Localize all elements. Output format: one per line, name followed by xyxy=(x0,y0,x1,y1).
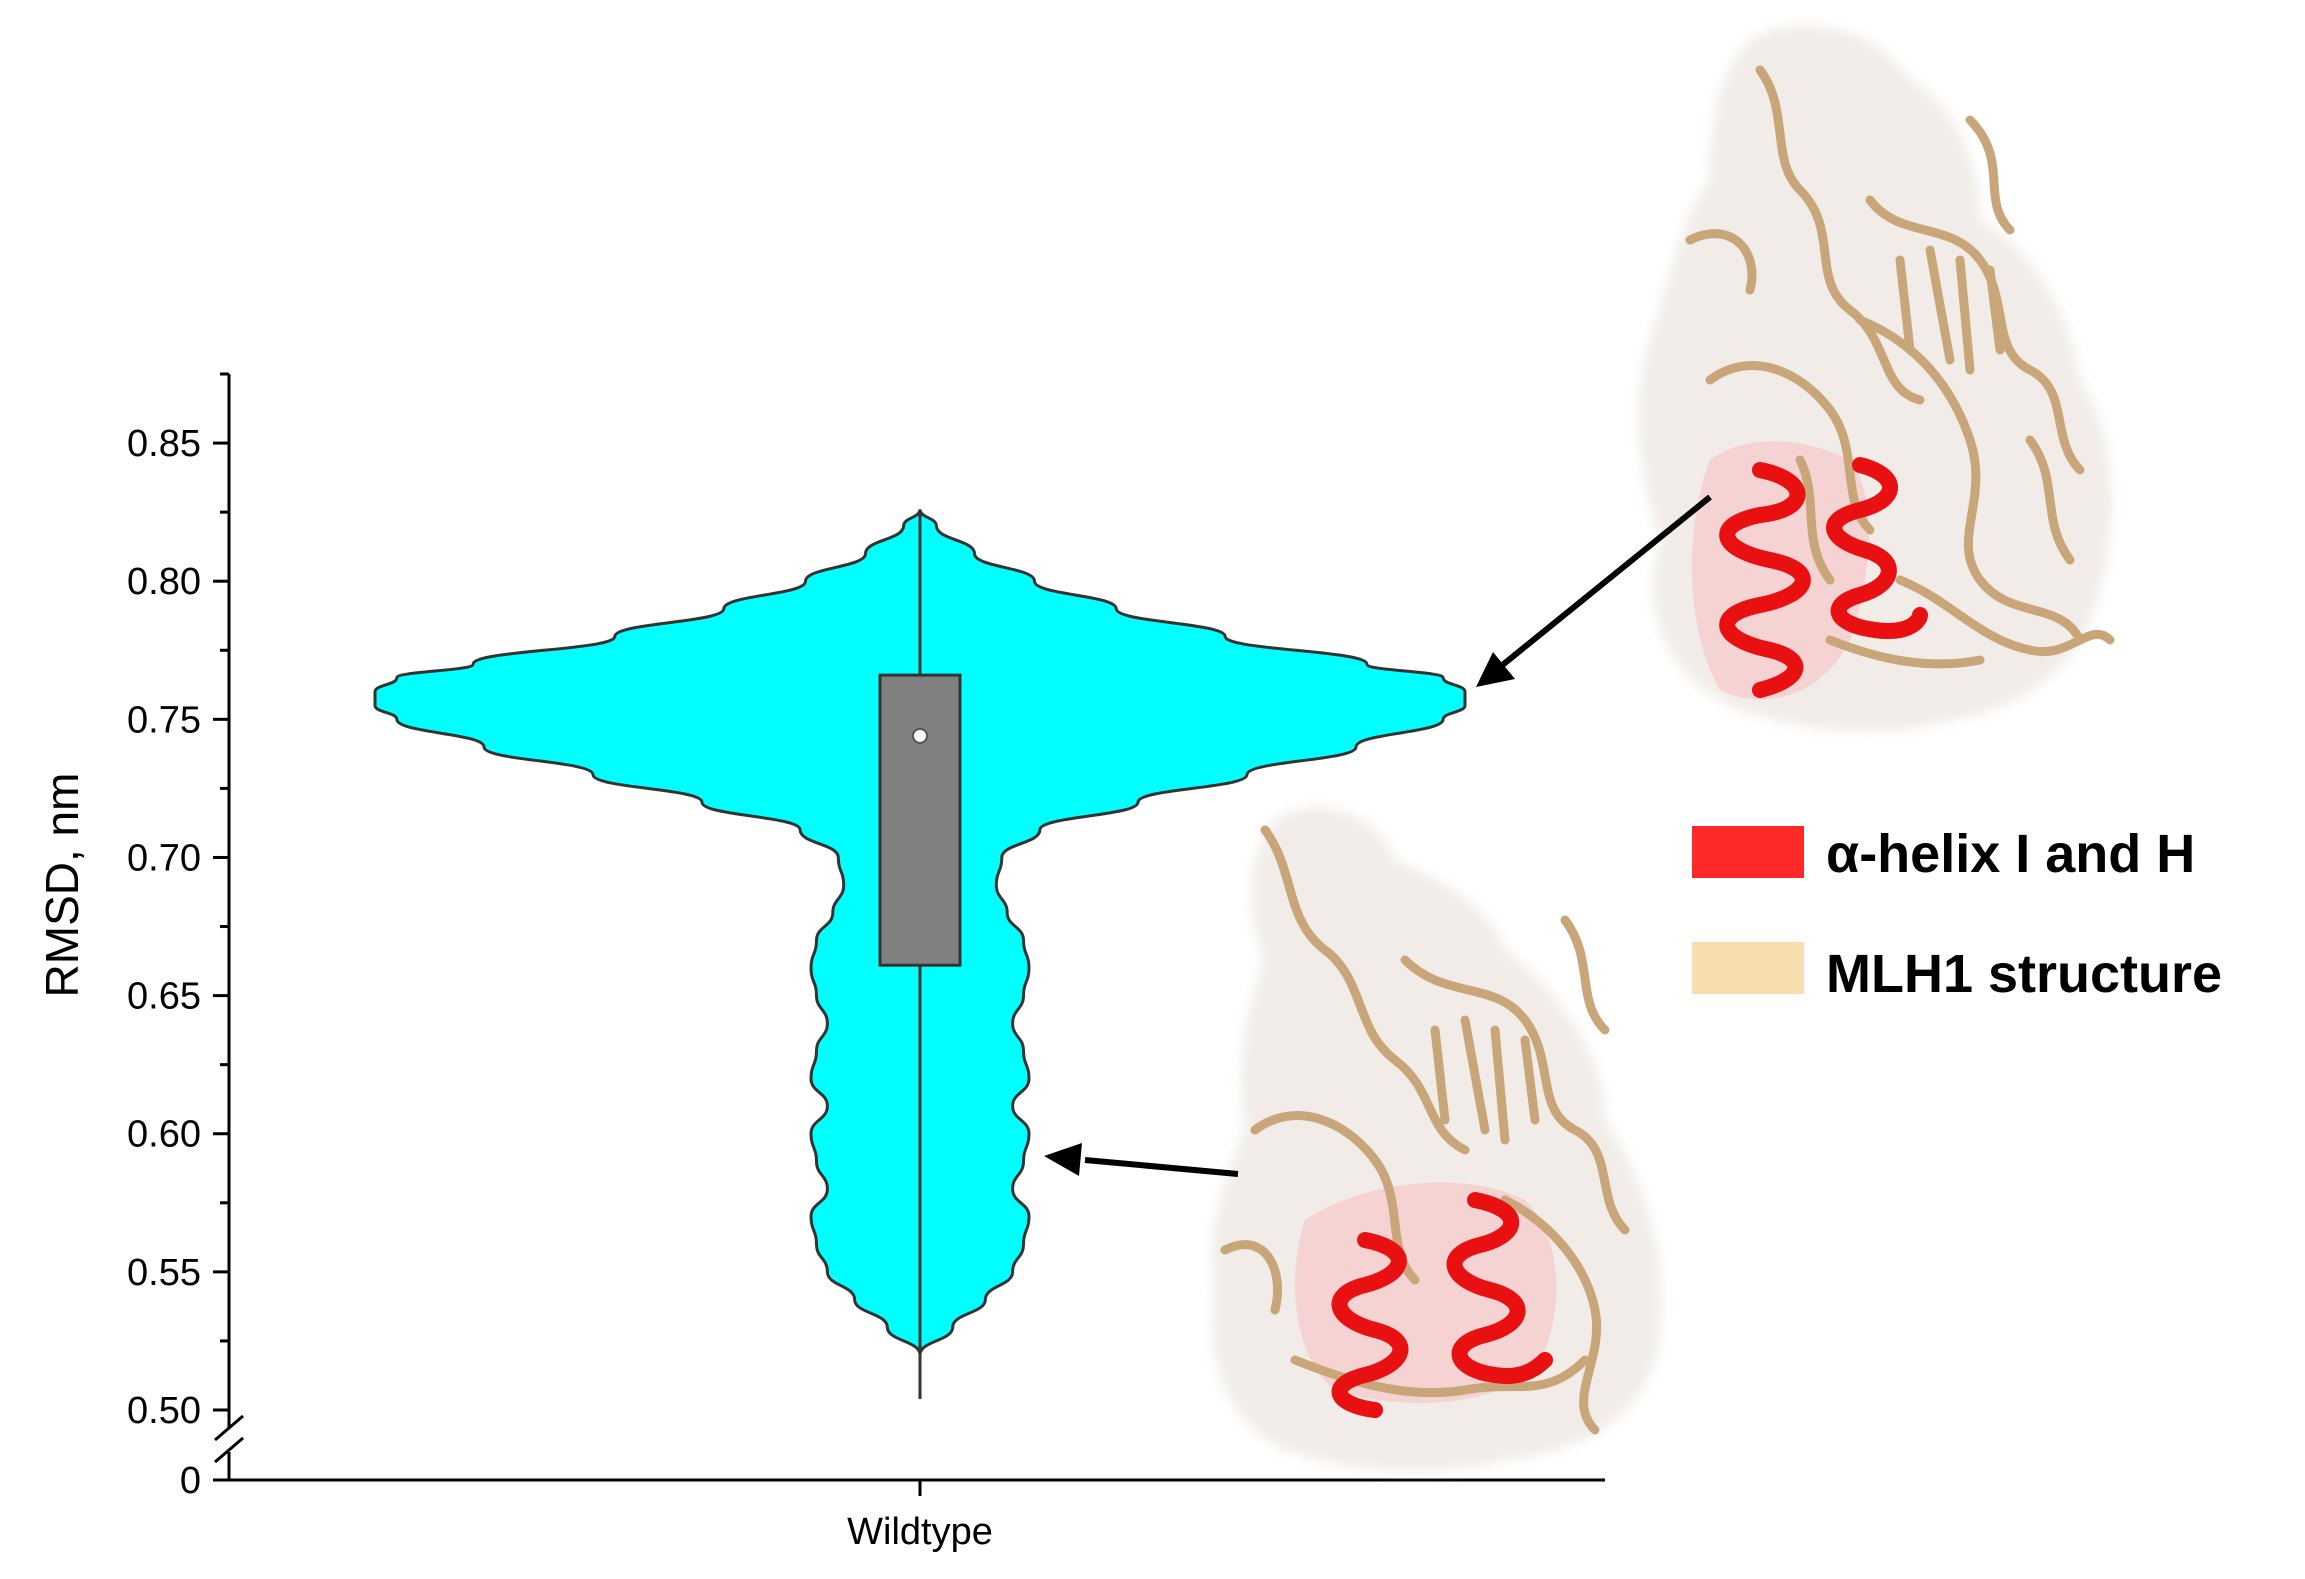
axis-break-mark xyxy=(214,1436,244,1464)
y-tick-label: 0.60 xyxy=(127,1114,201,1156)
violin-chart: 0.50 0.55 0.60 0.65 0.70 0.75 0.80 0.85 0Wildtyp… xyxy=(36,372,1605,1553)
y-tick-label: 0.55 xyxy=(127,1252,201,1294)
legend-label-helix: α-helix I and H xyxy=(1826,824,2195,884)
y-tick-label: 0.80 xyxy=(127,561,201,603)
y-tick-label: 0.65 xyxy=(127,976,201,1018)
x-category-label: Wildtype xyxy=(847,1511,993,1553)
axis-break-mark xyxy=(214,1414,244,1442)
legend-swatch-structure xyxy=(1692,942,1804,994)
box-iqr xyxy=(878,673,962,967)
ribbon-bottom xyxy=(1220,825,1630,1435)
y-tick-label: 0.85 xyxy=(127,423,201,465)
alpha-helix-top xyxy=(1719,457,1928,698)
box-layer xyxy=(878,509,962,1399)
labels-layer: 0.50 0.55 0.60 0.65 0.70 0.75 0.80 0.85 0Wildtyp… xyxy=(127,423,993,1553)
legend: α-helix I and H MLH1 structure xyxy=(1692,824,2222,1004)
arrow-bottom xyxy=(1044,1143,1239,1177)
y-tick-label: 0.75 xyxy=(127,699,201,741)
legend-label-structure: MLH1 structure xyxy=(1826,944,2222,1004)
protein-structure-icon xyxy=(1639,25,2115,731)
legend-swatch-helix xyxy=(1692,826,1804,878)
ribbon-top xyxy=(1685,65,2115,669)
box-mean-marker xyxy=(912,727,928,744)
arrow-top xyxy=(1476,494,1712,687)
y-tick-label: 0.70 xyxy=(127,837,201,879)
y-axis-title: RMSD, nm xyxy=(36,773,88,998)
y-tick-label: 0.50 xyxy=(127,1390,201,1432)
alpha-helix-bottom xyxy=(1331,1192,1553,1418)
axes-layer xyxy=(213,372,1605,1496)
y-tick-label-zero: 0 xyxy=(180,1460,201,1502)
protein-structure-icon xyxy=(1212,808,1662,1471)
